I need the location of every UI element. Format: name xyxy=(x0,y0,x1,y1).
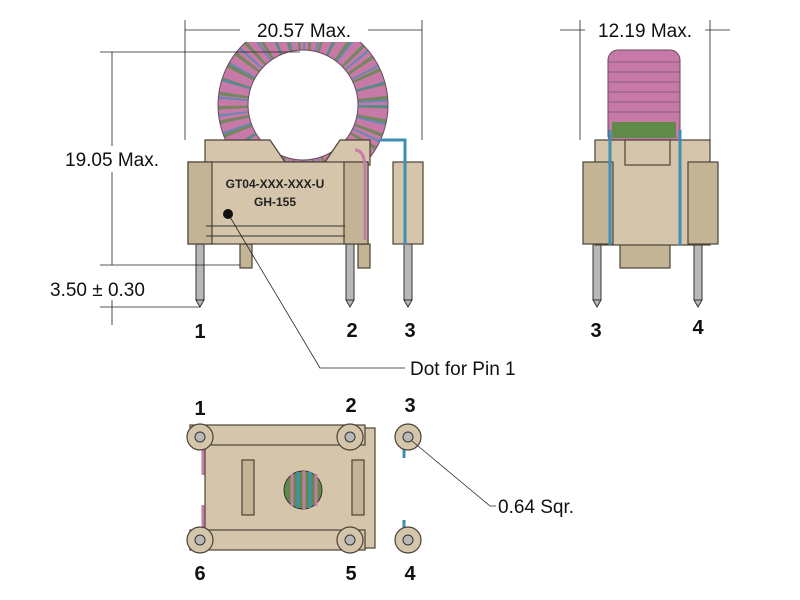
pin-size-callout: 0.64 Sqr. xyxy=(498,497,574,518)
bottom-view: 0.64 Sqr. 1 2 3 6 5 4 xyxy=(186,395,574,585)
front-pin-label-2: 2 xyxy=(346,320,357,342)
depth-dimension: 12.19 Max. xyxy=(598,21,692,42)
bottom-pin-label-3: 3 xyxy=(404,395,415,417)
bottom-pin-label-6: 6 xyxy=(194,563,205,585)
bottom-pin-label-2: 2 xyxy=(345,395,356,417)
height-dimension: 19.05 Max. xyxy=(65,150,159,171)
bottom-pin-label-1: 1 xyxy=(194,398,205,420)
pin-length-dimension: 3.50 ± 0.30 xyxy=(50,280,145,301)
pin1-dot-icon xyxy=(223,209,233,219)
part-number-marking: GT04-XXX-XXX-U xyxy=(226,177,325,191)
pin-pads xyxy=(186,423,422,554)
side-view: 12.19 Max. 3 4 xyxy=(560,18,730,342)
front-pin-label-3: 3 xyxy=(404,320,415,342)
bottom-pin-label-5: 5 xyxy=(345,563,356,585)
side-pin-label-4: 4 xyxy=(692,317,704,339)
side-pin-label-3: 3 xyxy=(590,320,601,342)
width-dimension: 20.57 Max. xyxy=(257,21,351,42)
dot-callout: Dot for Pin 1 xyxy=(410,359,516,380)
front-view: GT04-XXX-XXX-U GH-155 20.57 Max. 19.05 M… xyxy=(50,18,516,380)
part-code-marking: GH-155 xyxy=(254,195,296,209)
bottom-pin-label-4: 4 xyxy=(404,563,416,585)
front-pin-label-1: 1 xyxy=(194,321,205,343)
